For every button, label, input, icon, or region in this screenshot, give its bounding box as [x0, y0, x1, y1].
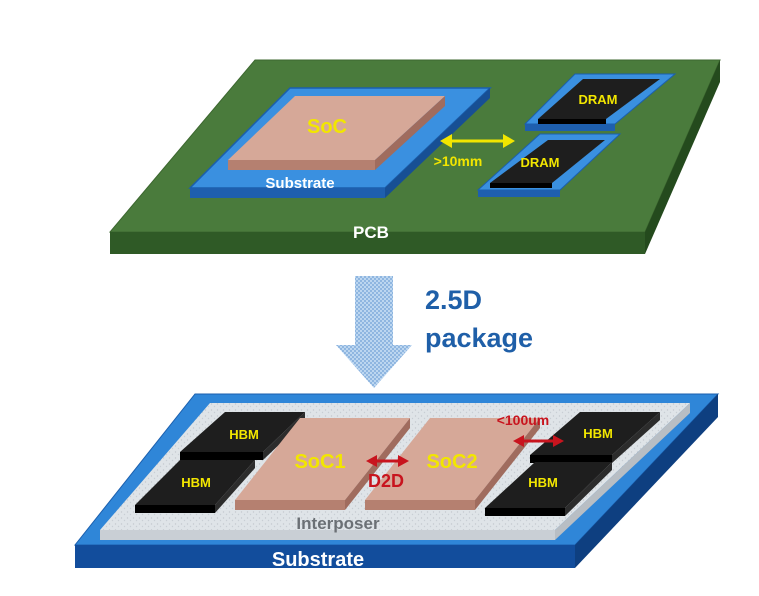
hbm-left-bottom-label: HBM — [181, 475, 211, 490]
hbm-left-bottom — [135, 460, 255, 513]
dram-lower — [476, 133, 622, 197]
package-label-line1: 2.5D — [425, 285, 482, 315]
top-distance-label: >10mm — [434, 153, 483, 169]
hbm-left-top-label: HBM — [229, 427, 259, 442]
bottom-distance-label: <100um — [497, 412, 550, 428]
soc1-label: SoC1 — [294, 451, 345, 473]
soc1-chip — [235, 418, 410, 510]
top-soc-label: SoC — [307, 116, 347, 138]
bottom-distance-arrow — [513, 435, 564, 447]
dram-lower-label: DRAM — [521, 155, 560, 170]
soc2-label: SoC2 — [426, 451, 477, 473]
hbm-right-top — [530, 412, 660, 463]
down-arrow — [336, 276, 412, 388]
interposer-label: Interposer — [296, 514, 380, 533]
hbm-right-top-label: HBM — [583, 426, 613, 441]
top-substrate-label: Substrate — [265, 175, 334, 192]
dram-upper-label: DRAM — [579, 92, 618, 107]
hbm-left-top — [180, 412, 305, 460]
bottom-substrate-label: Substrate — [272, 549, 364, 571]
hbm-right-bottom — [485, 462, 612, 516]
package-label-line2: package — [425, 323, 533, 353]
top-distance-arrow — [440, 134, 515, 148]
d2d-arrow — [366, 455, 409, 467]
top-soc-chip — [228, 96, 445, 170]
dram-upper — [523, 73, 677, 131]
hbm-right-bottom-label: HBM — [528, 475, 558, 490]
d2d-label: D2D — [368, 471, 404, 491]
pcb-label: PCB — [353, 223, 389, 242]
